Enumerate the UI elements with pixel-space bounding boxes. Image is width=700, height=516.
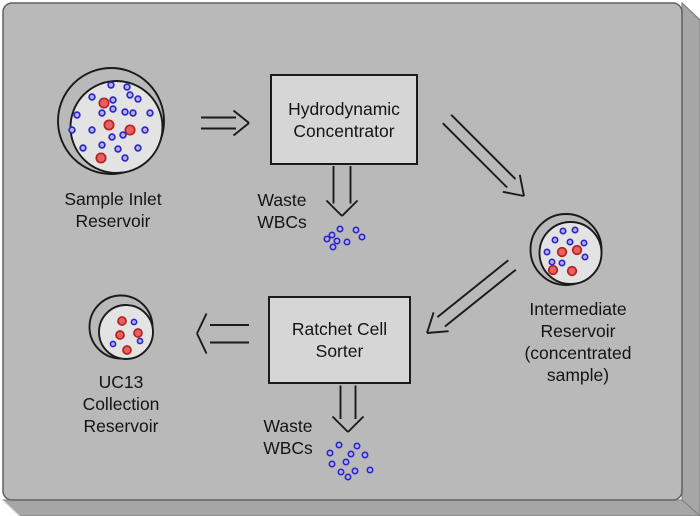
- ratchet-cell-sorter-box: Ratchet Cell Sorter: [268, 296, 411, 384]
- red-cell-dot: [556, 246, 568, 258]
- red-cell-dot: [133, 328, 143, 338]
- white-cell-dot: [88, 126, 96, 134]
- arrow-sample-to-concentrator: [201, 109, 250, 137]
- white-cell-dot: [551, 236, 559, 244]
- white-cell-dot: [126, 91, 134, 99]
- diagram-panel: [2, 2, 683, 501]
- sample-reservoir-cells: [68, 81, 154, 164]
- white-cell-dot: [323, 235, 331, 243]
- white-cell-dot: [107, 81, 115, 89]
- white-cell-dot: [581, 253, 589, 261]
- arrow-sorter-to-collection: [196, 313, 249, 354]
- white-cell-dot: [134, 144, 142, 152]
- arrow-concentrator-to-intermediate: [442, 114, 525, 197]
- white-cell-dot: [558, 259, 566, 267]
- white-cell-dot: [136, 337, 144, 345]
- red-cell-dot: [115, 330, 125, 340]
- white-cell-dot: [141, 126, 149, 134]
- white-cell-dot: [353, 442, 361, 450]
- white-cell-dot: [326, 449, 334, 457]
- panel-bevel-bottomleft: [2, 499, 21, 516]
- uc13-reservoir-cells: [109, 316, 144, 355]
- white-cell-dot: [79, 144, 87, 152]
- white-cell-dot: [121, 154, 129, 162]
- panel-bevel-bottomright: [681, 499, 700, 516]
- hydrodynamic-concentrator-box: Hydrodynamic Concentrator: [270, 74, 418, 165]
- white-cell-dot: [121, 108, 129, 116]
- white-cell-dot: [109, 105, 117, 113]
- white-cell-dot: [146, 109, 154, 117]
- white-cell-dot: [361, 451, 369, 459]
- white-cell-dot: [358, 233, 366, 241]
- waste-wbc-cluster-1: [323, 225, 366, 251]
- white-cell-dot: [548, 258, 556, 266]
- uc13-reservoir-label: UC13 Collection Reservoir: [82, 372, 160, 436]
- white-cell-dot: [109, 96, 117, 104]
- white-cell-dot: [580, 239, 588, 247]
- white-cell-dot: [571, 226, 579, 234]
- arrow-sorter-to-waste: [331, 385, 365, 433]
- white-cell-dot: [335, 441, 343, 449]
- red-cell-dot: [566, 265, 578, 277]
- white-cell-dot: [543, 248, 551, 256]
- white-cell-dot: [333, 237, 341, 245]
- ratchet-cell-sorter-label: Ratchet Cell Sorter: [291, 319, 388, 361]
- white-cell-dot: [108, 133, 116, 141]
- sample-reservoir-rim: [57, 67, 165, 175]
- white-cell-dot: [134, 95, 142, 103]
- white-cell-dot: [88, 93, 96, 101]
- white-cell-dot: [329, 243, 337, 251]
- intermediate-reservoir-label: Intermediate Reservoir (concentrated sam…: [524, 299, 632, 385]
- sample-reservoir-label: Sample Inlet Reservoir: [64, 189, 162, 231]
- red-cell-dot: [571, 244, 583, 256]
- red-cell-dot: [117, 316, 127, 326]
- white-cell-dot: [123, 83, 131, 91]
- red-cell-dot: [95, 152, 107, 164]
- arrow-concentrator-to-waste: [325, 166, 359, 217]
- arrow-intermediate-to-sorter: [426, 259, 517, 334]
- white-cell-dot: [68, 126, 76, 134]
- white-cell-dot: [328, 460, 336, 468]
- cell-dots-layer: [68, 81, 589, 481]
- hydrodynamic-concentrator-label: Hydrodynamic Concentrator: [288, 98, 400, 141]
- red-cell-dot: [98, 97, 110, 109]
- red-cell-dot: [547, 264, 559, 276]
- white-cell-dot: [559, 227, 567, 235]
- white-cell-dot: [343, 238, 351, 246]
- white-cell-dot: [366, 466, 374, 474]
- white-cell-dot: [109, 340, 117, 348]
- white-cell-dot: [337, 468, 345, 476]
- white-cell-dot: [336, 225, 344, 233]
- intermediate-reservoir-cells: [543, 226, 589, 277]
- white-cell-dot: [342, 458, 350, 466]
- white-cell-dot: [352, 226, 360, 234]
- panel-bevel-topright: [681, 2, 700, 21]
- white-cell-dot: [98, 109, 106, 117]
- sample-reservoir-dish: [69, 80, 164, 174]
- white-cell-dot: [351, 467, 359, 475]
- waste-wbcs-label-2: Waste WBCs: [263, 416, 313, 458]
- red-cell-dot: [122, 345, 132, 355]
- white-cell-dot: [73, 111, 81, 119]
- red-cell-dot: [124, 124, 136, 136]
- white-cell-dot: [130, 318, 138, 326]
- white-cell-dot: [129, 109, 137, 117]
- white-cell-dot: [328, 231, 336, 239]
- white-cell-dot: [98, 141, 106, 149]
- white-cell-dot: [566, 238, 574, 246]
- white-cell-dot: [114, 145, 122, 153]
- white-cell-dot: [347, 450, 355, 458]
- white-cell-dot: [119, 131, 127, 139]
- red-cell-dot: [103, 119, 115, 131]
- waste-wbcs-label-1: Waste WBCs: [257, 190, 307, 232]
- white-cell-dot: [344, 473, 352, 481]
- waste-wbc-cluster-2: [326, 441, 374, 481]
